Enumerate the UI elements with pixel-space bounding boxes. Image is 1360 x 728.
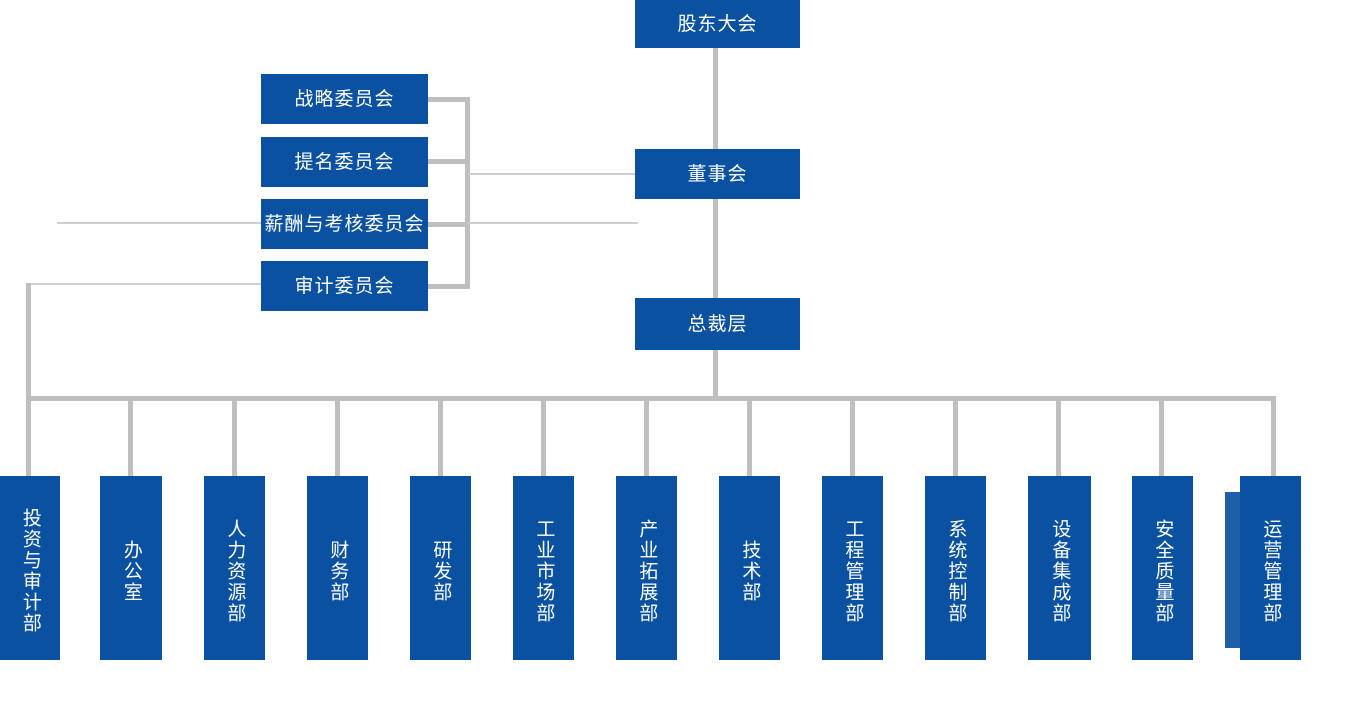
connector-compensation-extension-right: [468, 222, 638, 224]
connector-drop-dept-12: [1159, 396, 1164, 480]
node-department-engineering-management[interactable]: 工程管理部: [822, 476, 883, 660]
node-label: 设备集成部: [1049, 518, 1072, 624]
connector-drop-dept-3: [232, 396, 237, 480]
node-shareholders-meeting[interactable]: 股东大会: [635, 0, 800, 48]
node-department-technology[interactable]: 技术部: [719, 476, 780, 660]
node-label: 总裁层: [687, 312, 748, 335]
node-committee-audit[interactable]: 审计委员会: [261, 261, 428, 311]
connector-committee-stub-strategy: [427, 97, 470, 102]
node-board-of-directors[interactable]: 董事会: [635, 149, 800, 199]
connector-committee-stub-audit: [427, 284, 470, 289]
connector-shareholders-to-board: [713, 48, 718, 150]
node-label: 薪酬与考核委员会: [264, 212, 425, 235]
connector-committee-stub-compensation: [427, 222, 470, 227]
connector-drop-dept-13: [1271, 396, 1276, 480]
node-label: 投资与审计部: [19, 508, 42, 634]
node-label: 工程管理部: [842, 518, 865, 624]
node-department-finance[interactable]: 财务部: [307, 476, 368, 660]
node-label: 人力资源部: [224, 518, 247, 624]
node-department-equipment-integration[interactable]: 设备集成部: [1028, 476, 1091, 660]
connector-committee-bus-to-board: [468, 173, 638, 175]
connector-compensation-extension-left: [57, 222, 262, 224]
connector-drop-dept-8: [747, 396, 752, 480]
node-label: 董事会: [687, 162, 748, 185]
node-label: 战略委员会: [294, 87, 395, 110]
connector-committee-stub-nomination: [427, 159, 470, 164]
node-department-investment-audit[interactable]: 投资与审计部: [0, 476, 60, 660]
node-department-system-control[interactable]: 系统控制部: [925, 476, 986, 660]
node-president-office[interactable]: 总裁层: [635, 298, 800, 350]
connector-drop-dept-4: [335, 396, 340, 480]
connector-committee-bus-vertical: [465, 97, 470, 287]
node-label: 运营管理部: [1260, 518, 1283, 624]
connector-drop-dept-10: [953, 396, 958, 480]
node-label: 研发部: [430, 539, 453, 603]
connector-department-bus: [26, 396, 1276, 401]
connector-drop-dept-7: [644, 396, 649, 480]
node-department-office[interactable]: 办公室: [100, 476, 162, 660]
node-department-human-resources[interactable]: 人力资源部: [204, 476, 265, 660]
node-label: 提名委员会: [294, 150, 395, 173]
node-label: 办公室: [120, 539, 143, 603]
connector-board-to-president: [713, 199, 718, 298]
node-label: 安全质量部: [1152, 518, 1175, 624]
node-label: 系统控制部: [945, 518, 968, 624]
connector-drop-dept-5: [438, 396, 443, 480]
node-department-industry-expansion[interactable]: 产业拓展部: [616, 476, 677, 660]
connector-drop-dept-2: [128, 396, 133, 480]
connector-audit-leadout-horizontal: [28, 283, 262, 285]
node-committee-nomination[interactable]: 提名委员会: [261, 137, 428, 187]
node-department-safety-quality[interactable]: 安全质量部: [1132, 476, 1193, 660]
node-label: 财务部: [327, 539, 350, 603]
node-label: 产业拓展部: [636, 518, 659, 624]
node-department-operations-management[interactable]: 运营管理部: [1240, 476, 1301, 660]
node-label: 工业市场部: [533, 518, 556, 624]
node-department-industrial-market[interactable]: 工业市场部: [513, 476, 574, 660]
node-department-research-development[interactable]: 研发部: [410, 476, 471, 660]
connector-audit-leadout-vertical: [26, 283, 31, 400]
connector-drop-dept-9: [850, 396, 855, 480]
connector-drop-dept-11: [1056, 396, 1061, 480]
connector-drop-dept-1: [26, 396, 31, 480]
node-label: 股东大会: [677, 12, 758, 35]
connector-drop-dept-6: [541, 396, 546, 480]
node-committee-compensation[interactable]: 薪酬与考核委员会: [261, 199, 428, 249]
node-label: 审计委员会: [294, 274, 395, 297]
connector-president-to-bus: [713, 350, 718, 400]
node-committee-strategy[interactable]: 战略委员会: [261, 74, 428, 124]
node-label: 技术部: [739, 539, 762, 603]
